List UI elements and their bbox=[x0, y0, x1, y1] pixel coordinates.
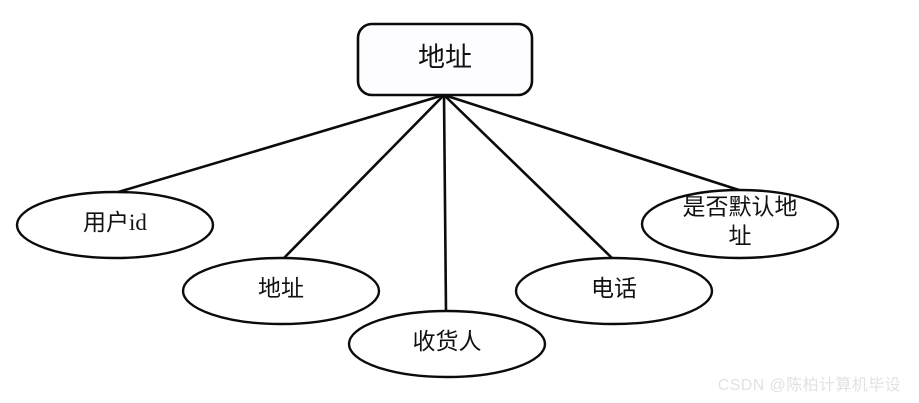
attribute-node-label-4: 电话 bbox=[591, 276, 637, 301]
edge-entity-to-3 bbox=[442, 94, 448, 313]
attribute-node-shape-4[interactable] bbox=[514, 256, 714, 326]
csdn-watermark: CSDN @陈柏计算机毕设 bbox=[717, 377, 901, 394]
attribute-node-label-1: 用户id bbox=[83, 210, 147, 235]
edge-entity-to-4 bbox=[443, 94, 614, 260]
entity-node-shape[interactable] bbox=[356, 22, 534, 97]
edge-entity-to-5 bbox=[443, 93, 743, 193]
edge-group bbox=[114, 93, 743, 313]
entity-node-label: 地址 bbox=[418, 43, 472, 73]
edge-entity-to-2 bbox=[282, 94, 445, 260]
edge-entity-to-1 bbox=[114, 93, 445, 195]
attribute-node-label-2: 地址 bbox=[258, 276, 304, 301]
attribute-node-shape-5[interactable] bbox=[640, 188, 840, 260]
attribute-node-label-3: 收货人 bbox=[413, 329, 482, 354]
attribute-node-shape-1[interactable] bbox=[15, 190, 215, 260]
attribute-node-shape-3[interactable] bbox=[347, 309, 547, 379]
attribute-node-shape-2[interactable] bbox=[181, 256, 381, 326]
attribute-node-label-5: 是否默认地址 bbox=[683, 195, 798, 249]
